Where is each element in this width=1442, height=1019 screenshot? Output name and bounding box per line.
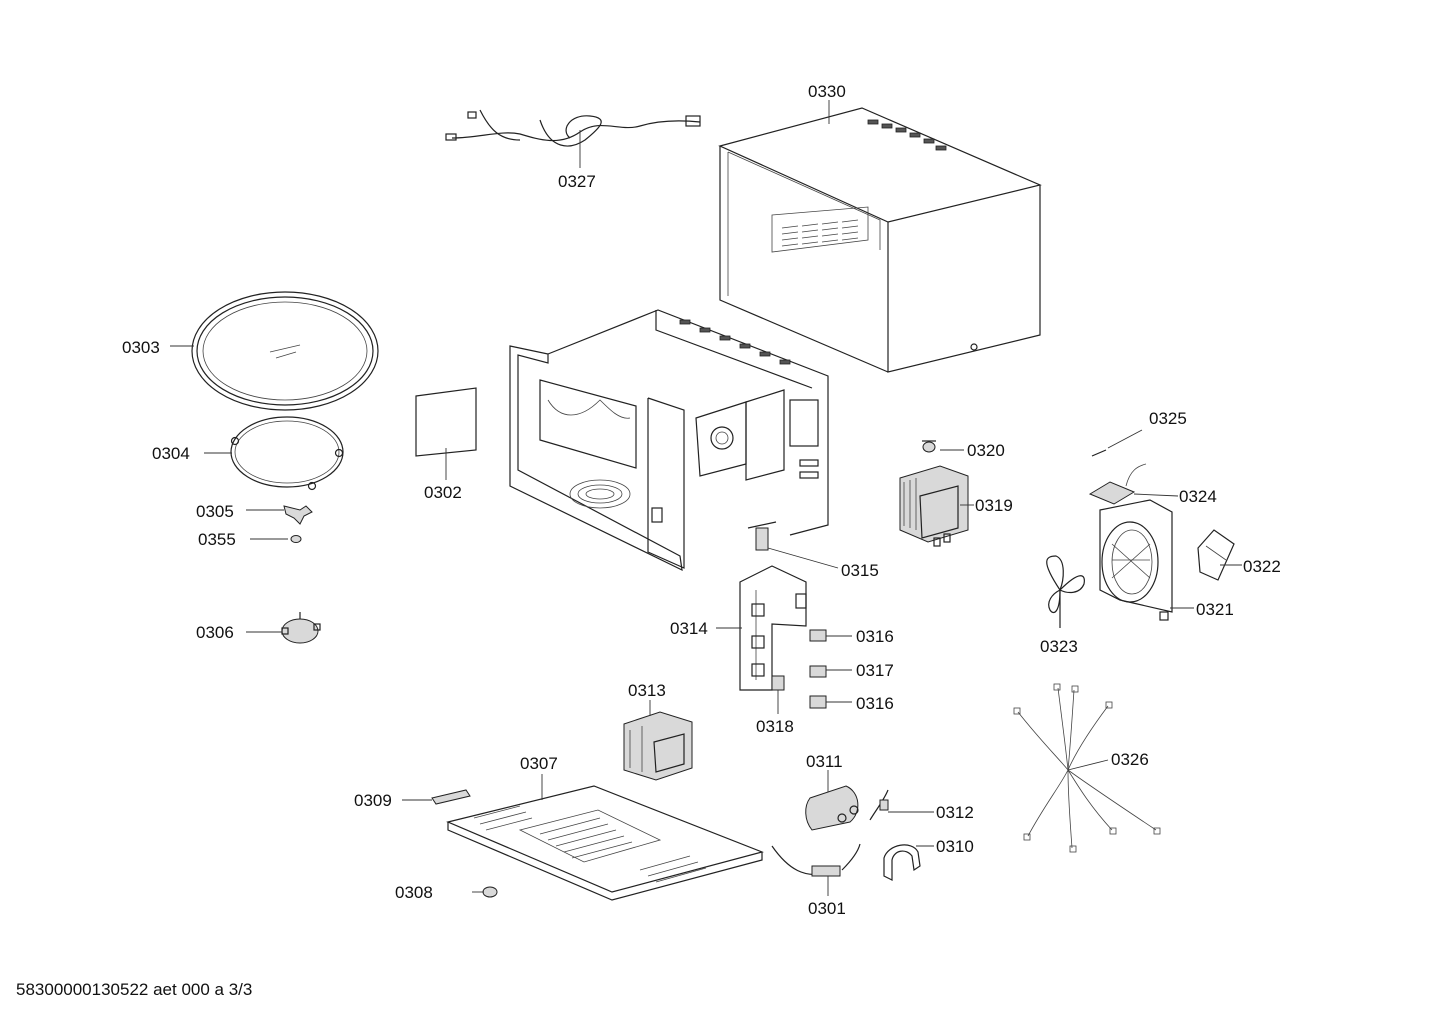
part-drawing-0304	[230, 416, 344, 491]
part-drawing-0313	[623, 711, 693, 781]
part-label: 0313	[628, 681, 666, 700]
part-label: 0307	[520, 754, 558, 773]
part-label: 0322	[1243, 557, 1281, 576]
part-label: 0325	[1149, 409, 1187, 428]
part-drawing-0306	[281, 612, 321, 644]
part-label: 0330	[808, 82, 846, 101]
part-drawing-0314	[739, 565, 807, 691]
part-label: 0315	[841, 561, 879, 580]
part-drawing-0355	[290, 535, 302, 543]
part-label: 0323	[1040, 637, 1078, 656]
part-label: 0316	[856, 627, 894, 646]
part-drawing-0301	[771, 843, 861, 877]
part-drawing-0312	[869, 789, 889, 821]
part-drawing-0324	[1088, 463, 1147, 505]
part-label: 0311	[806, 752, 843, 771]
part-drawing-0305	[283, 505, 313, 525]
part-drawing-0302	[415, 387, 477, 457]
part-drawing-0307	[446, 785, 764, 901]
part-label: 0309	[354, 791, 392, 810]
part-label: 0305	[196, 502, 234, 521]
part-drawing-0317	[809, 665, 827, 678]
part-label: 0312	[936, 803, 974, 822]
part-drawing-cavity	[509, 309, 829, 572]
part-label: 0324	[1179, 487, 1217, 506]
part-drawing-0319	[899, 465, 969, 547]
part-label: 0318	[756, 717, 794, 736]
part-label: 0326	[1111, 750, 1149, 769]
part-drawing-0330	[718, 107, 1042, 373]
part-drawing-0303	[191, 291, 379, 411]
part-drawing-0325	[1091, 449, 1107, 457]
part-label: 0327	[558, 172, 596, 191]
part-label: 0319	[975, 496, 1013, 515]
part-labels: 0330 0327 0303 0304 0302 0305 0355 0306 …	[122, 82, 1281, 918]
part-label: 0316	[856, 694, 894, 713]
part-label: 0320	[967, 441, 1005, 460]
part-drawing-0318	[771, 675, 785, 691]
part-drawing-0322	[1197, 529, 1235, 581]
part-drawing-0323	[1046, 555, 1085, 628]
part-drawing-0316-b	[809, 695, 827, 709]
part-drawing-0309	[431, 789, 471, 805]
part-drawing-0320	[922, 440, 936, 453]
part-label: 0304	[152, 444, 190, 463]
leader-lines	[170, 100, 1242, 896]
part-drawing-0311	[805, 785, 859, 831]
part-label: 0306	[196, 623, 234, 642]
part-label: 0310	[936, 837, 974, 856]
part-label: 0317	[856, 661, 894, 680]
part-drawing-0316-a	[809, 629, 827, 642]
part-label: 0308	[395, 883, 433, 902]
document-footer-code: 58300000130522 aet 000 a 3/3	[16, 980, 253, 999]
part-label: 0314	[670, 619, 708, 638]
part-label: 0321	[1196, 600, 1234, 619]
part-drawing-0326	[1013, 683, 1161, 853]
part-drawing-0327	[445, 109, 701, 147]
part-label: 0303	[122, 338, 160, 357]
part-drawing-0315	[747, 521, 777, 551]
part-drawing-0310	[883, 844, 921, 881]
part-label: 0355	[198, 530, 236, 549]
part-label: 0302	[424, 483, 462, 502]
part-label: 0301	[808, 899, 846, 918]
part-drawing-0308	[482, 886, 498, 898]
part-drawing-0321	[1099, 499, 1173, 621]
